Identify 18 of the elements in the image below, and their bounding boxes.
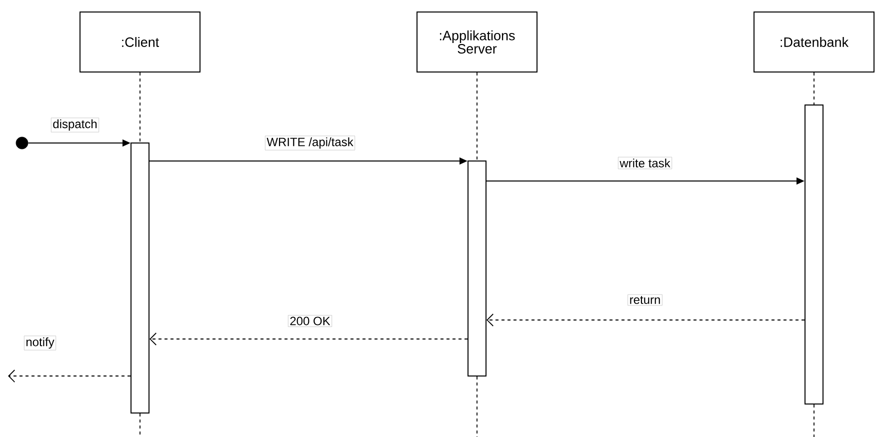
return-arrow xyxy=(150,332,468,346)
edge-label: WRITE /api/task xyxy=(264,136,356,150)
return-arrow xyxy=(486,314,805,326)
start-dot xyxy=(16,136,28,150)
edge-label: return xyxy=(628,294,662,306)
activation-bar xyxy=(130,142,150,414)
edge-label: notify xyxy=(24,336,56,350)
activation-bar xyxy=(468,160,486,376)
lifeline xyxy=(476,72,478,161)
activation-bar xyxy=(804,104,824,404)
lifeline-header-box: :Client xyxy=(80,12,200,72)
edge-label: dispatch xyxy=(50,118,100,132)
return-arrow xyxy=(8,370,131,382)
edge-label: write task xyxy=(618,156,672,170)
edge-label: 200 OK xyxy=(288,315,332,327)
lifeline-header-box: :Datenbank xyxy=(754,12,874,72)
lifeline-header-box: :Applikations Server xyxy=(416,12,538,72)
lifeline xyxy=(476,376,478,437)
